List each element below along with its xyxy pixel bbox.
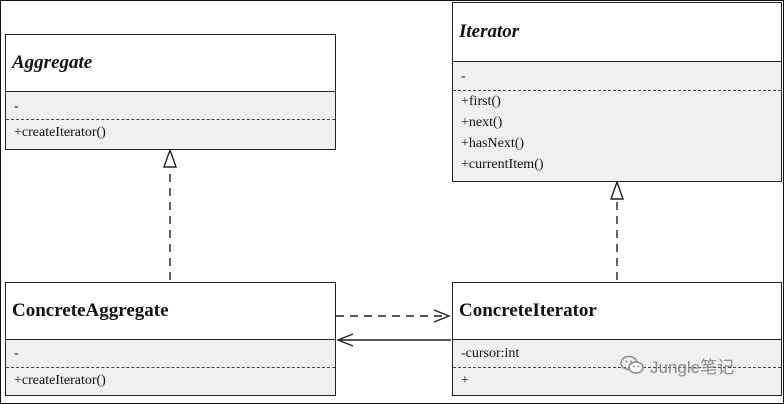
class-name-aggregate: Aggregate <box>6 35 335 92</box>
operation-aggregate-0: +createIterator() <box>14 125 106 140</box>
operation-iterator-0: +first() <box>461 94 501 109</box>
dependency-arrowhead <box>433 309 451 323</box>
attribute-iterator-0: - <box>461 69 466 84</box>
aggregate-realization-arrowhead <box>163 147 177 168</box>
wechat-icon <box>620 355 644 374</box>
attributes-iterator: - <box>453 62 781 91</box>
operations-concrete-iterator: + <box>453 368 781 391</box>
operation-iterator-3: +currentItem() <box>461 157 544 172</box>
operations-iterator: +first() +next() +hasNext() +currentItem… <box>453 91 781 175</box>
class-name-concrete-iterator: ConcreteIterator <box>453 283 781 340</box>
attributes-concrete-iterator: -cursor:int <box>453 340 781 368</box>
operation-iterator-1: +next() <box>461 115 503 130</box>
class-iterator[interactable]: Iterator - +first() +next() +hasNext() +… <box>452 2 782 182</box>
attributes-aggregate: - <box>6 92 335 120</box>
attribute-aggregate-0: - <box>14 99 19 114</box>
class-name-concrete-aggregate: ConcreteAggregate <box>6 283 335 340</box>
operations-aggregate: +createIterator() <box>6 120 335 143</box>
class-concrete-iterator[interactable]: ConcreteIterator -cursor:int + <box>452 282 782 396</box>
class-concrete-aggregate[interactable]: ConcreteAggregate - +createIterator() <box>5 282 336 396</box>
class-name-iterator: Iterator <box>453 3 781 62</box>
class-aggregate[interactable]: Aggregate - +createIterator() <box>5 34 336 150</box>
watermark-text: Jungle笔记 <box>650 357 735 377</box>
attributes-concrete-aggregate: - <box>6 340 335 368</box>
operation-iterator-2: +hasNext() <box>461 136 525 151</box>
operations-concrete-aggregate: +createIterator() <box>6 368 335 391</box>
attribute-concrete-aggregate-0: - <box>14 346 19 361</box>
attribute-concrete-iterator-0: -cursor:int <box>461 346 520 361</box>
operation-concrete-aggregate-0: +createIterator() <box>14 373 106 388</box>
iterator-realization-arrowhead <box>610 179 624 200</box>
operation-concrete-iterator-0: + <box>461 373 469 388</box>
watermark: Jungle笔记 <box>620 352 734 378</box>
association-arrowhead <box>336 333 354 347</box>
